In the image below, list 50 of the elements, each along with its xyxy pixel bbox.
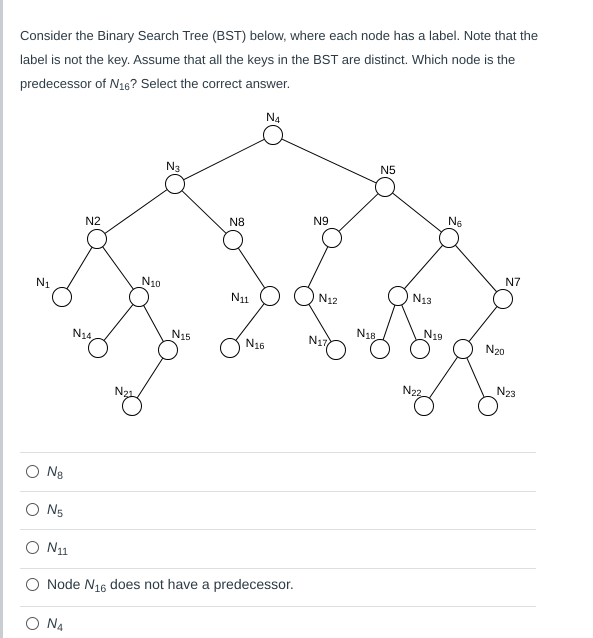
node-label: N$_{6}$ [448, 214, 462, 228]
tree-edge [136, 358, 164, 398]
tree-edge [468, 306, 498, 342]
tree-edge [143, 305, 164, 342]
node-label: N$_{17}$ [308, 333, 328, 347]
tree-edge [182, 190, 226, 234]
node-label: N$_{14}$ [72, 326, 92, 340]
answer-option: Node N$_{16}$ does not have a predecessor. [47, 575, 294, 593]
answer-option: N$_{4}$ [47, 614, 63, 632]
node-label: N$_{4}$ [266, 110, 280, 124]
tree-edge [308, 304, 332, 342]
node-label: N$_{23}$ [496, 384, 516, 398]
tree-edge [401, 304, 417, 340]
tree-edge [183, 138, 265, 180]
answer-option: N$_{11}$ [47, 538, 68, 556]
answer-option: N$_{8}$ [47, 462, 63, 480]
node-label: N$_{19}$ [424, 327, 442, 341]
tree-edge [338, 193, 378, 232]
answer-option: N$_{5}$ [47, 500, 63, 518]
node-label: N$_{3}$ [166, 159, 180, 173]
node-label: N$_{10}$ [142, 274, 160, 288]
node-label: N$_{15}$ [172, 327, 190, 341]
tree-edge [104, 304, 134, 341]
tree-edge [238, 248, 265, 288]
tree-edge [404, 245, 443, 289]
node-label: N9 [313, 214, 329, 228]
tree-edge [236, 303, 264, 341]
node-label: N7 [505, 275, 521, 289]
node-label: N$_{20}$ [486, 342, 504, 356]
tree-edge [308, 246, 328, 288]
node-label: N$_{18}$ [356, 326, 376, 340]
tree-edge [382, 304, 396, 340]
tree-edge [429, 356, 458, 398]
tree-edge [455, 245, 497, 292]
tree-edge [282, 138, 376, 184]
node-label: N5 [380, 163, 396, 177]
node-label: N$_{13}$ [412, 291, 432, 305]
node-label: N$_{22}$ [402, 383, 422, 397]
tree-edge [466, 358, 484, 398]
node-label: N$_{16}$ [246, 336, 264, 350]
node-label: N$_{11}$ [231, 290, 249, 304]
tree-edge [66, 247, 92, 289]
question-text: Consider the Binary Search Tree (BST) below, where each node has a label. Note that the label is not the key. Assume that all the keys in the BST are distinct. Which node is the predecessor of N$_{16}$? Select the correct answer. [20, 27, 540, 96]
tree-edge [102, 246, 134, 290]
node-label: N2 [85, 214, 101, 228]
tree-edge [392, 192, 442, 232]
node-label: N$_{1}$ [36, 275, 50, 289]
node-label: N$_{12}$ [318, 291, 338, 305]
tree-edge [104, 189, 168, 234]
node-label: N8 [229, 215, 245, 229]
